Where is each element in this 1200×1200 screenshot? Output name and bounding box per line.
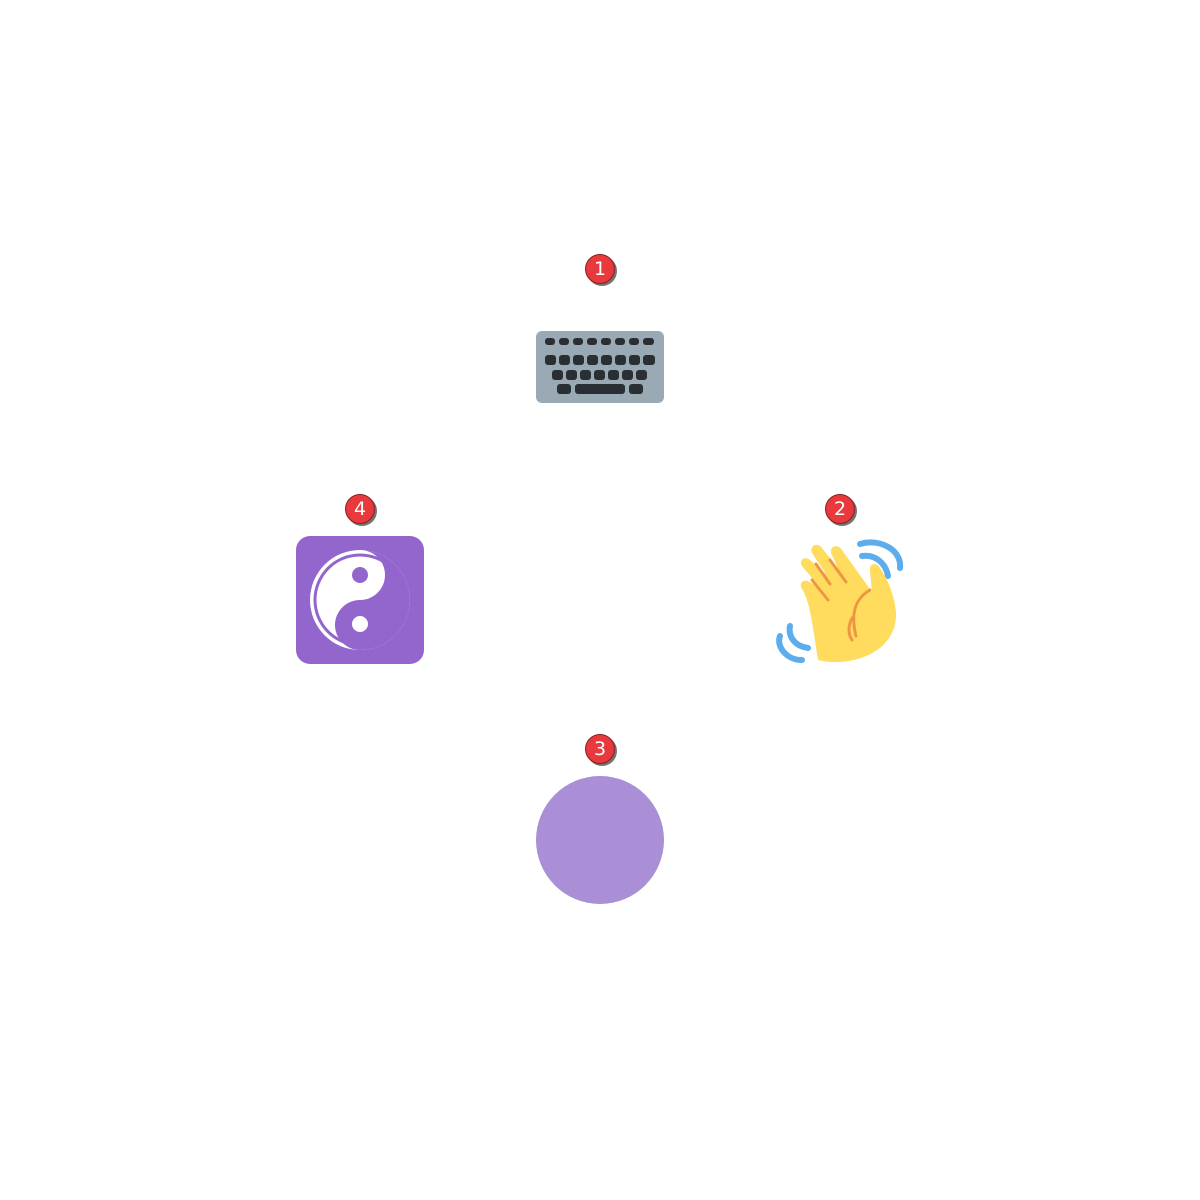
number-badge-3: 3	[585, 734, 615, 764]
purple-circle-icon[interactable]	[536, 776, 664, 904]
number-badge-4: 4	[345, 494, 375, 524]
waving-hand-icon[interactable]	[776, 536, 904, 664]
number-badge-1: 1	[585, 254, 615, 284]
keyboard-icon-graphic	[536, 331, 664, 403]
waving-hand-icon-graphic	[776, 539, 904, 663]
number-badge-2: 2	[825, 494, 855, 524]
yin-yang-icon-graphic	[296, 536, 424, 664]
yin-yang-icon[interactable]	[296, 536, 424, 664]
purple-circle-icon-graphic	[536, 776, 664, 904]
keyboard-icon[interactable]	[536, 304, 664, 432]
